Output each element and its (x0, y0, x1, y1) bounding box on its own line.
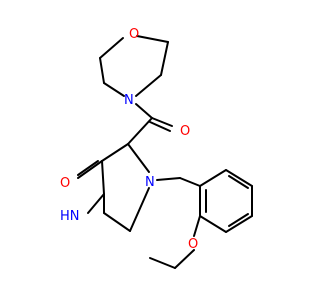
piperazinone-ring (77, 143, 150, 232)
bond (129, 187, 150, 232)
bond (193, 215, 201, 237)
bond (199, 169, 227, 187)
bond (77, 160, 103, 179)
bond (228, 175, 249, 189)
bond (127, 117, 153, 145)
bond (77, 160, 99, 176)
bond (174, 249, 195, 269)
bond (135, 103, 153, 119)
ethoxy-group (149, 215, 201, 269)
bond (136, 35, 169, 43)
atom-label: O (180, 124, 190, 139)
bond (149, 121, 171, 132)
atom-label: O (60, 176, 70, 191)
bond (225, 215, 253, 233)
bond (160, 41, 169, 76)
bond (99, 57, 105, 84)
bond (127, 143, 150, 173)
benzyl-group (156, 169, 253, 233)
bond (103, 82, 125, 97)
atom-label: N (124, 93, 134, 108)
atom-label: HN (60, 209, 80, 224)
atom-label: O (129, 27, 139, 42)
bond (135, 74, 162, 97)
amide-linker (127, 103, 173, 145)
bond (179, 177, 201, 187)
molecule-structure: O N O O N HN O (60, 27, 253, 269)
bond (156, 177, 181, 181)
bond (151, 117, 173, 127)
bond (101, 143, 129, 162)
bond (103, 212, 131, 232)
atom-labels: O N O O N HN O (60, 27, 198, 252)
bond (87, 193, 105, 214)
atom-label: O (188, 237, 198, 252)
oxazepane-ring (99, 35, 169, 97)
atom-label: N (145, 175, 155, 190)
bond (228, 213, 249, 227)
bond (101, 160, 105, 195)
bond (225, 169, 253, 187)
bond (149, 257, 176, 269)
bond (199, 215, 227, 233)
bond (99, 37, 124, 59)
